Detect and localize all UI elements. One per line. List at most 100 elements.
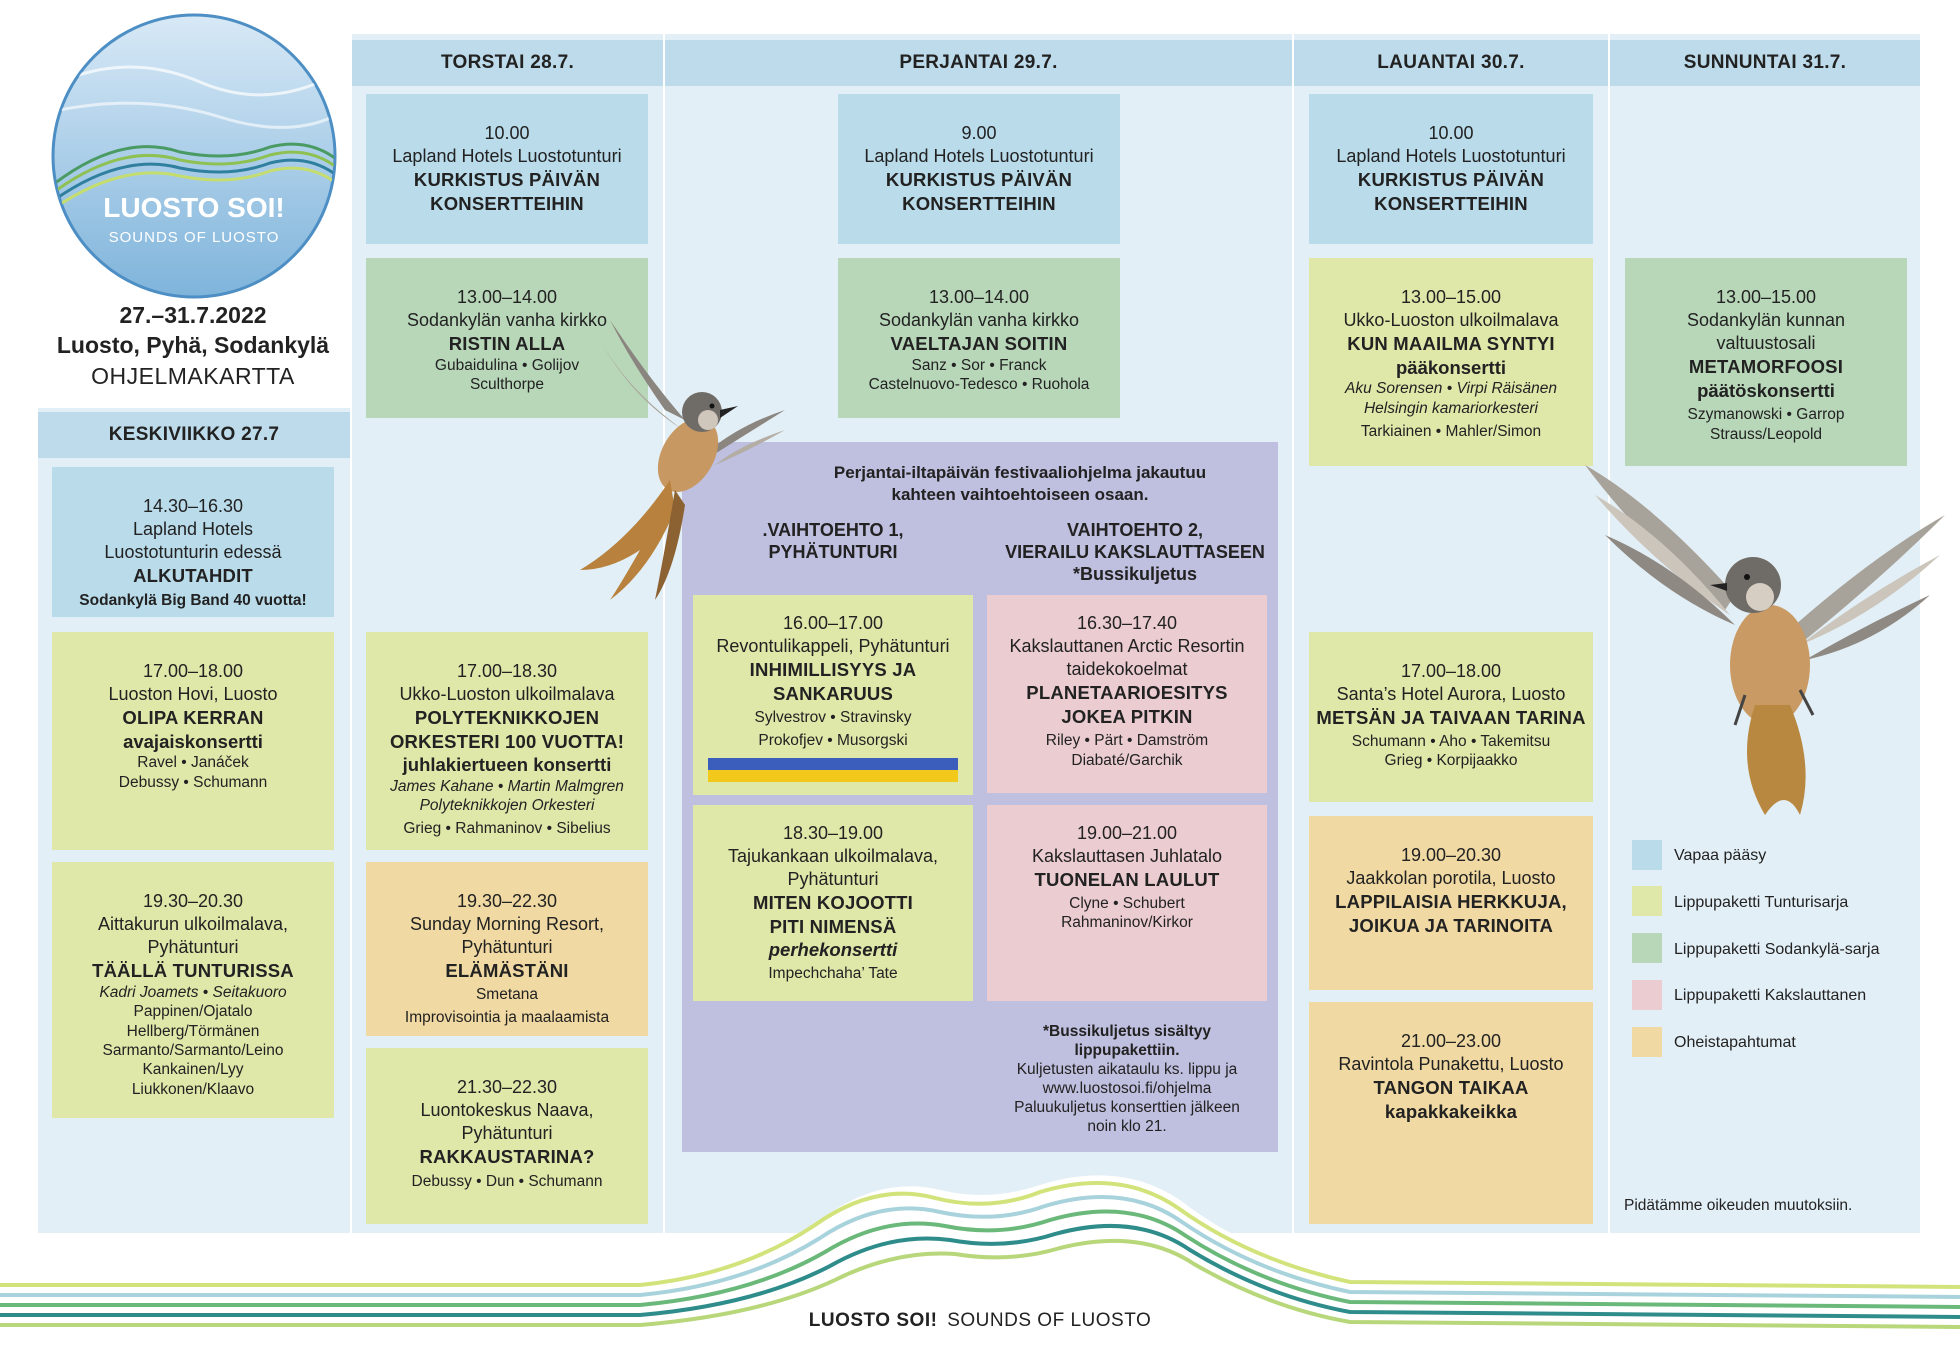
event-card[interactable]: 13.00–15.00 Ukko-Luoston ulkoilmalava KU… — [1309, 258, 1593, 466]
event-card[interactable]: 17.00–18.00 Santa’s Hotel Aurora, Luosto… — [1309, 632, 1593, 802]
decorative-waves — [0, 1160, 1960, 1340]
event-card[interactable]: 14.30–16.30 Lapland Hotels Luostotunturi… — [52, 467, 334, 617]
option-label: *Bussikuljetus — [1072, 564, 1198, 584]
event-card[interactable]: 13.00–14.00 Sodankylän vanha kirkko VAEL… — [838, 258, 1120, 418]
footer-brand-bold: LUOSTO SOI! — [808, 1310, 938, 1331]
event-time: 18.30–19.00 — [782, 823, 884, 843]
event-time: 13.00–15.00 — [1715, 287, 1817, 307]
event-venue: Luontokeskus Naava, — [420, 1100, 594, 1121]
event-card[interactable]: 19.00–21.00 Kakslauttasen Juhlatalo TUON… — [987, 805, 1267, 1001]
festival-info: 27.–31.7.2022 Luosto, Pyhä, Sodankylä OH… — [38, 300, 348, 392]
event-title: PITI NIMENSÄ — [769, 915, 897, 937]
event-performers: Helsingin kamariorkesteri — [1363, 399, 1538, 417]
event-time: 17.00–18.00 — [142, 661, 244, 681]
event-venue: Pyhätunturi — [461, 937, 553, 958]
event-time: 21.00–23.00 — [1400, 1031, 1502, 1051]
event-venue: Lapland Hotels — [132, 519, 254, 540]
page-title: OHJELMAKARTTA — [91, 363, 295, 389]
event-venue: valtuustosali — [1716, 333, 1816, 354]
event-venue: Sodankylän vanha kirkko — [406, 310, 608, 331]
divider — [1608, 34, 1610, 1233]
event-venue: Revontulikappeli, Pyhätunturi — [716, 636, 950, 657]
option-label: VIERAILU KAKSLAUTTASEEN — [1005, 542, 1265, 562]
event-card[interactable]: 19.00–20.30 Jaakkolan porotila, Luosto L… — [1309, 816, 1593, 990]
event-time: 13.00–15.00 — [1400, 287, 1502, 307]
event-card[interactable]: 10.00 Lapland Hotels Luostotunturi KURKI… — [366, 94, 648, 244]
day-header-wed: KESKIVIIKKO 27.7 — [38, 412, 350, 458]
event-composers: Impechchaha’ Tate — [768, 965, 898, 983]
event-subtitle: päätöskonsertti — [1697, 379, 1835, 401]
event-subtitle: perhekonsertti — [768, 939, 898, 961]
event-venue: Aittakurun ulkoilmalava, — [97, 914, 289, 935]
option-label: PYHÄTUNTURI — [768, 542, 898, 562]
event-composers: Tarkiainen • Mahler/Simon — [1360, 423, 1542, 441]
event-card[interactable]: 21.30–22.30 Luontokeskus Naava, Pyhätunt… — [366, 1048, 648, 1224]
event-composers: Hellberg/Törmänen — [126, 1022, 260, 1040]
event-title: TUONELAN LAULUT — [1034, 869, 1220, 891]
friday-split-panel — [682, 442, 1278, 1152]
event-title: LAPPILAISIA HERKKUJA, — [1335, 891, 1567, 913]
event-performers: James Kahane • Martin Malmgren — [390, 778, 624, 796]
event-composers: Sanz • Sor • Franck — [911, 356, 1047, 374]
event-card[interactable]: 13.00–14.00 Sodankylän vanha kirkko RIST… — [366, 258, 648, 418]
event-title: RISTIN ALLA — [448, 333, 566, 355]
split-intro-line: kahteen vaihtoehtoiseen osaan. — [891, 485, 1149, 504]
event-title: RAKKAUSTARINA? — [419, 1146, 595, 1168]
event-venue: Tajukankaan ulkoilmalava, — [727, 846, 939, 867]
event-composers: Sculthorpe — [469, 376, 545, 394]
event-card[interactable]: 18.30–19.00 Tajukankaan ulkoilmalava, Py… — [693, 805, 973, 1001]
legend-label: Lippupaketti Sodankylä-sarja — [1674, 941, 1880, 958]
option-label: VAIHTOEHTO 2, — [1066, 520, 1204, 540]
event-title: KUN MAAILMA SYNTYI — [1347, 333, 1555, 355]
event-title: ALKUTAHDIT — [133, 565, 253, 587]
event-venue: taidekokoelmat — [1066, 659, 1188, 680]
event-venue: Luostotunturin edessä — [104, 542, 282, 563]
event-card[interactable]: 16.00–17.00 Revontulikappeli, Pyhätuntur… — [693, 595, 973, 795]
legend-label: Oheistapahtumat — [1674, 1034, 1796, 1051]
event-composers: Ravel • Janáček — [137, 754, 249, 772]
event-composers: Grieg • Rahmaninov • Sibelius — [403, 819, 611, 837]
event-time: 19.30–22.30 — [456, 891, 558, 911]
bus-note-line: lippupakettiin. — [1074, 1042, 1180, 1059]
event-card[interactable]: 9.00 Lapland Hotels Luostotunturi KURKIS… — [838, 94, 1120, 244]
event-venue: Lapland Hotels Luostotunturi — [392, 146, 622, 167]
logo-title: LUOSTO SOI! — [103, 192, 285, 223]
siberian-jay-bird-icon — [1585, 425, 1945, 825]
event-card[interactable]: 19.30–22.30 Sunday Morning Resort, Pyhät… — [366, 862, 648, 1036]
event-composers: Diabaté/Garchik — [1071, 751, 1183, 769]
event-time: 19.00–20.30 — [1400, 845, 1502, 865]
split-intro-line: Perjantai-iltapäivän festivaaliohjelma j… — [833, 463, 1207, 482]
legend-swatch — [1632, 933, 1662, 963]
event-card[interactable]: 17.00–18.00 Luoston Hovi, Luosto OLIPA K… — [52, 632, 334, 850]
event-venue: Luoston Hovi, Luosto — [108, 684, 278, 705]
event-subtitle: pääkonsertti — [1395, 356, 1506, 378]
event-title: PLANETAARIOESITYS — [1026, 682, 1228, 704]
event-title: KONSERTTEIHIN — [1374, 192, 1528, 214]
split-intro: Perjantai-iltapäivän festivaaliohjelma j… — [682, 462, 1278, 506]
event-title: SANKARUUS — [773, 682, 893, 704]
day-header-sat: LAUANTAI 30.7. — [1294, 40, 1608, 86]
event-card[interactable]: 16.30–17.40 Kakslauttanen Arctic Resorti… — [987, 595, 1267, 793]
event-title: POLYTEKNIKKOJEN — [414, 707, 600, 729]
event-performers: Polyteknikkojen Orkesteri — [419, 797, 595, 815]
event-title: KONSERTTEIHIN — [902, 192, 1056, 214]
event-card[interactable]: 19.30–20.30 Aittakurun ulkoilmalava, Pyh… — [52, 862, 334, 1118]
event-title: KURKISTUS PÄIVÄN — [413, 169, 601, 191]
bus-note-line: Kuljetusten aikataulu ks. lippu ja — [1016, 1061, 1238, 1078]
event-composers: Improvisointia ja maalaamista — [404, 1009, 610, 1027]
event-venue: Pyhätunturi — [147, 937, 239, 958]
legend-swatch — [1632, 840, 1662, 870]
footer-brand: LUOSTO SOI! SOUNDS OF LUOSTO — [0, 1310, 1960, 1332]
event-card[interactable]: 13.00–15.00 Sodankylän kunnan valtuustos… — [1625, 258, 1907, 466]
event-venue: Ukko-Luoston ulkoilmalava — [399, 684, 615, 705]
event-card[interactable]: 10.00 Lapland Hotels Luostotunturi KURKI… — [1309, 94, 1593, 244]
bus-note-line: noin klo 21. — [1087, 1118, 1167, 1135]
event-composers: Kankainen/Lyy — [142, 1061, 244, 1079]
event-time: 17.00–18.00 — [1400, 661, 1502, 681]
event-card[interactable]: 21.00–23.00 Ravintola Punakettu, Luosto … — [1309, 1002, 1593, 1224]
event-title: KURKISTUS PÄIVÄN — [885, 169, 1073, 191]
event-card[interactable]: 17.00–18.30 Ukko-Luoston ulkoilmalava PO… — [366, 632, 648, 850]
event-title: VAELTAJAN SOITIN — [890, 333, 1068, 355]
footer-brand-light: SOUNDS OF LUOSTO — [947, 1310, 1152, 1331]
legend-swatch — [1632, 886, 1662, 916]
